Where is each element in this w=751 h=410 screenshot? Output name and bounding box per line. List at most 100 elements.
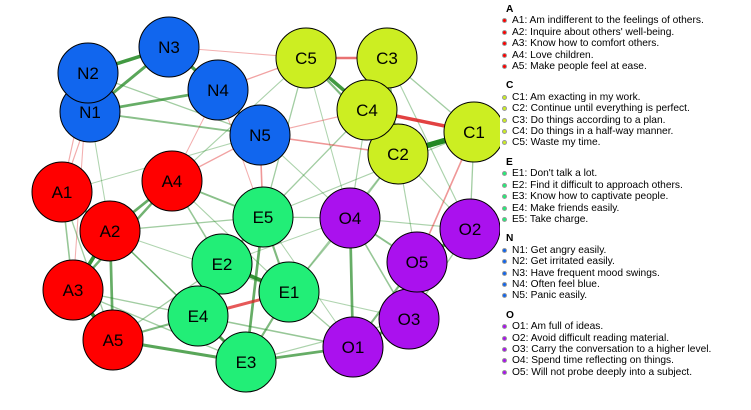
- node-label-C3: C3: [376, 49, 398, 68]
- legend-item-label: E4: Make friends easily.: [512, 202, 620, 214]
- legend-item: O4: Spend time reflecting on things.: [500, 355, 750, 366]
- legend-item: A4: Love children.: [500, 50, 750, 61]
- legend-item-label: O4: Spend time reflecting on things.: [512, 355, 674, 367]
- legend-bullet-icon: [502, 41, 507, 47]
- node-label-A1: A1: [52, 183, 73, 202]
- legend-item: O5: Will not probe deeply into a subject…: [500, 367, 750, 378]
- legend-bullet-icon: [502, 335, 507, 341]
- legend-group-title: C: [506, 80, 514, 92]
- legend-item-label: O1: Am full of ideas.: [512, 321, 604, 333]
- legend-bullet-icon: [502, 106, 507, 112]
- node-circle-E1: [258, 261, 320, 323]
- node-O3: O3: [378, 288, 440, 350]
- legend-item: N3: Have frequent mood swings.: [500, 268, 750, 279]
- legend-item: E1: Don't talk a lot.: [500, 168, 750, 179]
- legend-bullet-icon: [502, 18, 507, 24]
- node-label-N4: N4: [207, 81, 229, 100]
- node-O2: O2: [439, 198, 500, 260]
- legend-item-label: C5: Waste my time.: [512, 137, 601, 149]
- node-N4: N4: [187, 59, 249, 121]
- legend-item: N2: Get irritated easily.: [500, 256, 750, 267]
- node-circle-E5: [232, 186, 294, 248]
- legend-bullet-icon: [502, 129, 507, 135]
- node-A3: A3: [42, 259, 104, 321]
- node-label-E1: E1: [279, 283, 300, 302]
- legend-bullet-icon: [502, 29, 507, 35]
- node-label-A5: A5: [103, 331, 124, 350]
- legend-item: C5: Waste my time.: [500, 137, 750, 148]
- node-circle-E3: [215, 331, 277, 393]
- legend-item: O2: Avoid difficult reading material.: [500, 333, 750, 344]
- legend-item-label: E3: Know how to captivate people.: [512, 191, 669, 203]
- node-N2: N2: [57, 42, 119, 104]
- node-label-A4: A4: [162, 172, 183, 191]
- legend-bullet-icon: [502, 216, 507, 222]
- node-circle-N2: [57, 42, 119, 104]
- node-circle-A3: [42, 259, 104, 321]
- legend-group-title: A: [506, 4, 514, 15]
- node-circle-A2: [79, 200, 141, 262]
- node-label-O3: O3: [398, 310, 421, 329]
- node-circle-N4: [187, 59, 249, 121]
- node-circle-C2: [367, 123, 429, 185]
- legend-item-label: O3: Carry the conversation to a higher l…: [512, 343, 712, 355]
- legend-item-label: E2: Find it difficult to approach others…: [512, 179, 683, 191]
- legend-bullet-icon: [502, 247, 507, 253]
- node-label-E4: E4: [188, 307, 209, 326]
- node-circle-O2: [439, 198, 500, 260]
- legend-bullet-icon: [502, 293, 507, 299]
- legend-item: C4: Do things in a half-way manner.: [500, 126, 750, 137]
- legend-group-title: E: [506, 156, 513, 168]
- legend-item-label: N5: Panic easily.: [512, 290, 588, 302]
- node-A2: A2: [79, 200, 141, 262]
- legend-item: E2: Find it difficult to approach others…: [500, 180, 750, 191]
- legend-item-label: C1: Am exacting in my work.: [512, 91, 641, 103]
- node-A1: A1: [31, 161, 93, 223]
- legend-bullet-icon: [502, 259, 507, 265]
- legend-item: N5: Panic easily.: [500, 290, 750, 301]
- legend-item-label: A4: Love children.: [512, 49, 594, 61]
- legend-item-label: N4: Often feel blue.: [512, 278, 600, 290]
- legend-item: E5: Take charge.: [500, 214, 750, 225]
- node-C2: C2: [367, 123, 429, 185]
- node-circle-C4: [336, 79, 398, 141]
- legend-group-title: N: [506, 233, 514, 245]
- legend-item: C2: Continue until everything is perfect…: [500, 103, 750, 114]
- legend-item: O3: Carry the conversation to a higher l…: [500, 344, 750, 355]
- legend-group-title: O: [506, 309, 514, 321]
- node-label-O5: O5: [406, 253, 429, 272]
- node-label-N1: N1: [79, 103, 101, 122]
- node-circle-O1: [322, 316, 384, 378]
- legend-item-label: C2: Continue until everything is perfect…: [512, 103, 690, 115]
- legend-bullet-icon: [502, 64, 507, 70]
- node-label-N2: N2: [77, 64, 99, 83]
- node-label-A3: A3: [63, 281, 84, 300]
- legend-item: A2: Inquire about others' well-being.: [500, 27, 750, 38]
- legend-item: E3: Know how to captivate people.: [500, 191, 750, 202]
- legend-item-label: A2: Inquire about others' well-being.: [512, 26, 675, 38]
- legend-item-label: O5: Will not probe deeply into a subject…: [512, 366, 693, 378]
- network-graph: A1A2A3A4A5C1C2C3C4C5E1E2E3E4E5N1N2N3N4N5…: [31, 16, 500, 393]
- legend-item-label: C4: Do things in a half-way manner.: [512, 126, 674, 138]
- legend-item: A1: Am indifferent to the feelings of ot…: [500, 15, 750, 26]
- node-label-E5: E5: [253, 208, 274, 227]
- node-label-C2: C2: [387, 145, 409, 164]
- legend-bullet-icon: [502, 117, 507, 123]
- node-E1: E1: [258, 261, 320, 323]
- node-label-C4: C4: [356, 101, 378, 120]
- node-circle-E4: [167, 285, 229, 347]
- node-C5: C5: [275, 27, 337, 89]
- legend-bullet-icon: [502, 182, 507, 188]
- node-circle-A5: [82, 309, 144, 371]
- node-label-C1: C1: [463, 123, 485, 142]
- legend-bullet-icon: [502, 52, 507, 58]
- node-circle-N5: [229, 104, 291, 166]
- node-E5: E5: [232, 186, 294, 248]
- node-O1: O1: [322, 316, 384, 378]
- node-O5: O5: [386, 231, 448, 293]
- legend-item-label: E5: Take charge.: [512, 213, 589, 225]
- legend-item: C1: Am exacting in my work.: [500, 92, 750, 103]
